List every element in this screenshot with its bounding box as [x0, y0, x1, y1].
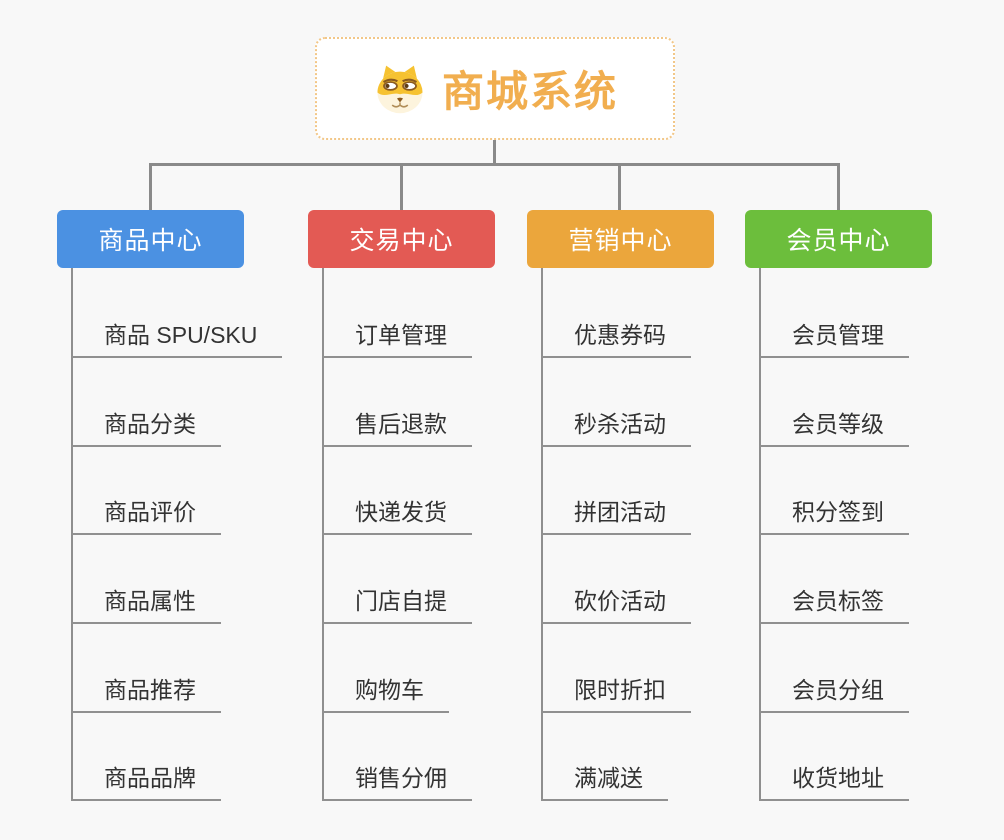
leaf-node[interactable]: 拼团活动	[541, 497, 691, 535]
leaf-node[interactable]: 订单管理	[322, 320, 472, 358]
branch-label: 商品中心	[98, 227, 203, 255]
leaf-node[interactable]: 限时折扣	[541, 675, 691, 713]
connector-root-stem	[493, 140, 496, 165]
root-node[interactable]: 商城系统	[315, 37, 675, 140]
branch-node-marketing[interactable]: 营销中心	[527, 210, 714, 268]
branch-node-products[interactable]: 商品中心	[57, 210, 244, 268]
leaf-node[interactable]: 购物车	[322, 675, 449, 713]
connector-drop-branch-3	[618, 163, 621, 210]
shiba-dog-icon	[377, 65, 423, 113]
connector-drop-branch-4	[837, 163, 840, 210]
root-title: 商城系统	[441, 68, 618, 115]
leaf-node[interactable]: 销售分佣	[322, 763, 472, 801]
connector-horizontal-bus	[149, 163, 839, 166]
leaf-node[interactable]: 砍价活动	[541, 586, 691, 624]
leaf-node[interactable]: 商品分类	[71, 409, 221, 447]
leaf-node[interactable]: 商品品牌	[71, 763, 221, 801]
branch-node-trade[interactable]: 交易中心	[308, 210, 495, 268]
branch-label: 营销中心	[568, 227, 673, 255]
leaf-node[interactable]: 优惠券码	[541, 320, 691, 358]
leaf-node[interactable]: 商品 SPU/SKU	[71, 320, 283, 358]
leaf-node[interactable]: 商品属性	[71, 586, 221, 624]
leaf-node[interactable]: 收货地址	[759, 763, 909, 801]
leaf-node[interactable]: 售后退款	[322, 409, 472, 447]
branch-label: 交易中心	[349, 227, 454, 255]
leaf-node[interactable]: 商品评价	[71, 497, 221, 535]
leaf-node[interactable]: 快递发货	[322, 497, 472, 535]
connector-drop-branch-2	[400, 163, 403, 210]
leaf-node[interactable]: 秒杀活动	[541, 409, 691, 447]
leaf-node[interactable]: 会员分组	[759, 675, 909, 713]
connector-drop-branch-1	[149, 163, 152, 210]
leaf-node[interactable]: 门店自提	[322, 586, 472, 624]
branch-label: 会员中心	[786, 227, 891, 255]
leaf-node[interactable]: 满减送	[541, 763, 668, 801]
leaf-node[interactable]: 积分签到	[759, 497, 909, 535]
branch-node-members[interactable]: 会员中心	[745, 210, 932, 268]
leaf-node[interactable]: 会员等级	[759, 409, 909, 447]
leaf-node[interactable]: 会员管理	[759, 320, 909, 358]
leaf-node[interactable]: 商品推荐	[71, 675, 221, 713]
leaf-node[interactable]: 会员标签	[759, 586, 909, 624]
